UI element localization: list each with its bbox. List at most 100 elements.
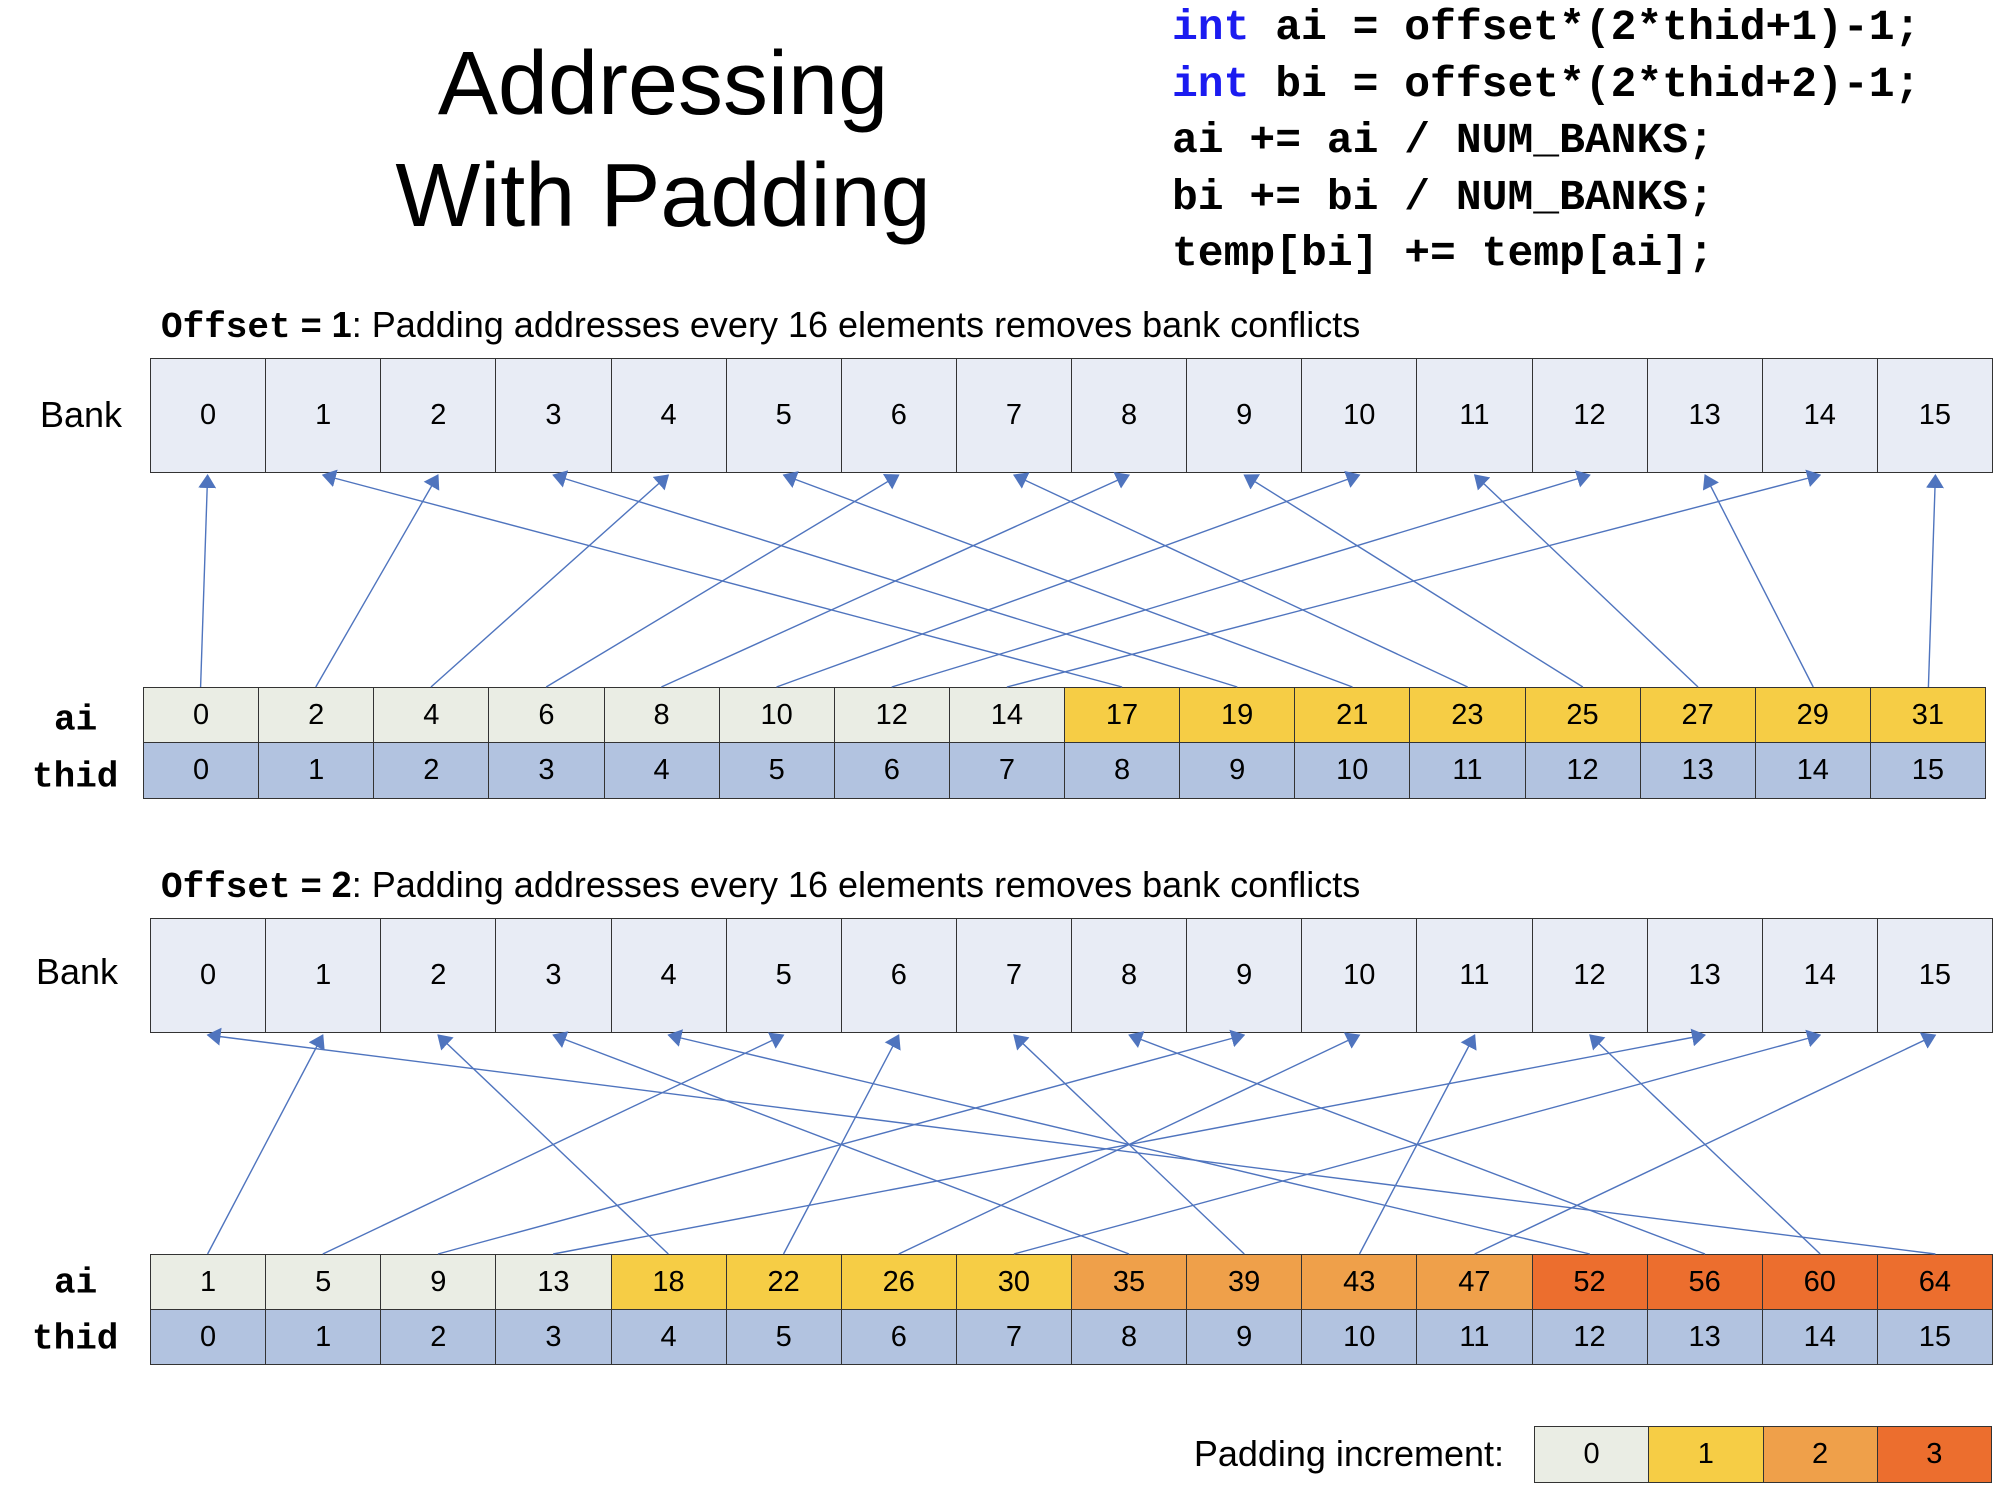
- bank-cell: 9: [1187, 919, 1303, 1032]
- ai-cell: 35: [1072, 1255, 1188, 1309]
- bank-cell: 5: [726, 919, 842, 1032]
- section-2-heading: Offset = 2: Padding addresses every 16 e…: [161, 864, 1361, 908]
- ai-cell: 64: [1877, 1255, 1992, 1309]
- ai-cell: 8: [604, 688, 720, 742]
- legend-label: Padding increment:: [1193, 1433, 1504, 1474]
- ai-label: ai: [54, 699, 98, 741]
- bank-cell: 8: [1072, 919, 1188, 1032]
- bank-cell: 12: [1532, 359, 1648, 472]
- bank-cell: 9: [1187, 359, 1303, 472]
- bank-cell: 6: [841, 359, 957, 472]
- thid-cell: 10: [1295, 743, 1411, 798]
- code-line: temp[bi] += temp[ai];: [1172, 229, 1714, 278]
- bank-cell: 14: [1762, 919, 1878, 1032]
- bank-cell: 12: [1532, 919, 1648, 1032]
- bank-cell: 3: [496, 919, 612, 1032]
- bank-cell: 0: [151, 359, 267, 472]
- bank-cell: 1: [266, 919, 382, 1032]
- bank-cell: 11: [1417, 919, 1533, 1032]
- bank-access-arrow: [1473, 474, 1699, 688]
- bank-cell: 13: [1647, 359, 1763, 472]
- bank-cell: 15: [1877, 359, 1992, 472]
- ai-cell: 25: [1525, 688, 1641, 742]
- code-line: ai += ai / NUM_BANKS;: [1172, 116, 1714, 165]
- ai-cell: 21: [1295, 688, 1411, 742]
- bank-cell: 3: [496, 359, 612, 472]
- bank-access-arrow: [1589, 1034, 1821, 1255]
- bank-access-arrow: [315, 474, 440, 688]
- thid-cell: 7: [956, 1310, 1072, 1364]
- title-line-1: Addressing: [437, 34, 889, 134]
- bank-access-arrow: [206, 1027, 1936, 1255]
- bank-cell: 4: [611, 359, 727, 472]
- thid-cell: 15: [1877, 1310, 1992, 1364]
- ai-cell: 13: [496, 1255, 612, 1309]
- diagram-title: Addressing With Padding: [330, 28, 996, 252]
- bank-cell: 8: [1072, 359, 1188, 472]
- thid-cell: 2: [374, 743, 490, 798]
- thid-cell: 0: [151, 1310, 267, 1364]
- bank-access-arrow: [1128, 1031, 1706, 1255]
- section-1-heading: Offset = 1: Padding addresses every 16 e…: [161, 304, 1361, 348]
- ai-cell: 43: [1302, 1255, 1418, 1309]
- thid-cell: 4: [604, 743, 720, 798]
- bank-cell: 7: [956, 919, 1072, 1032]
- legend-swatch: 3: [1877, 1427, 1991, 1482]
- ai-cell: 52: [1532, 1255, 1648, 1309]
- code-line: bi += bi / NUM_BANKS;: [1172, 172, 1714, 222]
- ai-cell: 5: [266, 1255, 382, 1309]
- thid-cell: 12: [1525, 743, 1641, 798]
- bank-cell: 2: [381, 359, 497, 472]
- ai-cell: 0: [144, 688, 260, 742]
- bank-cell: 15: [1877, 919, 1992, 1032]
- title-line-2: With Padding: [395, 146, 931, 246]
- thid-cell: 12: [1532, 1310, 1648, 1364]
- ai-cell: 6: [489, 688, 605, 742]
- bank-access-arrow: [552, 1031, 1130, 1255]
- ai-cell: 9: [381, 1255, 497, 1309]
- ai-cell: 14: [949, 688, 1065, 742]
- thid-cell: 8: [1065, 743, 1181, 798]
- bank-cell: 10: [1302, 359, 1418, 472]
- ai-cell: 26: [841, 1255, 957, 1309]
- ai-cell: 47: [1417, 1255, 1533, 1309]
- ai-label: ai: [54, 1262, 98, 1304]
- ai-cell: 2: [259, 688, 375, 742]
- bank-access-arrow: [437, 1034, 669, 1255]
- thid-cell: 14: [1762, 1310, 1878, 1364]
- thid-label: thid: [32, 1318, 119, 1360]
- bank-label: Bank: [40, 394, 123, 435]
- thid-cell: 5: [719, 743, 835, 798]
- ai-cell: 19: [1180, 688, 1296, 742]
- bank-cell: 11: [1417, 359, 1533, 472]
- thid-cell: 10: [1302, 1310, 1418, 1364]
- bank-access-arrow: [782, 471, 1353, 688]
- legend-swatch: 1: [1649, 1427, 1764, 1482]
- bank-access-arrow: [1702, 474, 1814, 688]
- thid-cell: 13: [1640, 743, 1756, 798]
- thid-cell: 1: [266, 1310, 382, 1364]
- thid-cell: 3: [489, 743, 605, 798]
- bank-cell: 7: [956, 359, 1072, 472]
- thid-cell: 9: [1187, 1310, 1303, 1364]
- code-line: int ai = offset*(2*thid+1)-1;: [1172, 3, 1921, 52]
- thid-cell: 1: [259, 743, 375, 798]
- thid-cell: 11: [1410, 743, 1526, 798]
- thid-cell: 4: [611, 1310, 727, 1364]
- bank-access-arrow: [198, 474, 217, 688]
- thid-cell: 2: [381, 1310, 497, 1364]
- thid-cell: 3: [496, 1310, 612, 1364]
- thid-cell: 9: [1180, 743, 1296, 798]
- thid-cell: 6: [834, 743, 950, 798]
- ai-cell: 10: [719, 688, 835, 742]
- ai-cell: 56: [1647, 1255, 1763, 1309]
- thid-cell: 6: [841, 1310, 957, 1364]
- bank-cell: 6: [841, 919, 957, 1032]
- ai-cell: 29: [1755, 688, 1871, 742]
